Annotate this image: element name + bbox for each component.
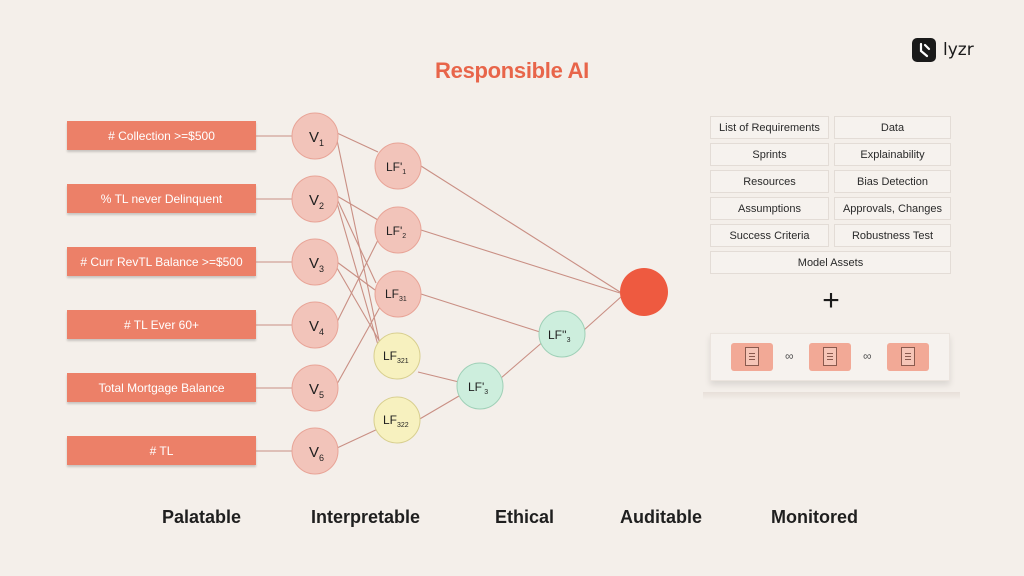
req-success-criteria: Success Criteria	[710, 224, 829, 247]
lyzr-logo-icon	[912, 38, 936, 62]
req-assumptions: Assumptions	[710, 197, 829, 220]
link-icon: ∞	[863, 349, 872, 363]
v-node-5: V5	[291, 364, 339, 412]
req-model-assets: Model Assets	[710, 251, 951, 274]
label-palatable: Palatable	[162, 507, 242, 527]
req-explainability: Explainability	[834, 143, 951, 166]
input-feature-collection: # Collection >=$500	[67, 121, 256, 150]
input-feature-tl-never-delinquent: % TL never Delinquent	[67, 184, 256, 213]
label-interpretable: Interpretable	[311, 507, 421, 527]
document-icon	[809, 343, 851, 371]
v-node-6: V6	[291, 427, 339, 475]
input-feature-tl-ever-60: # TL Ever 60+	[67, 310, 256, 339]
page-title: Responsible AI	[435, 58, 589, 83]
lf-node-label: LF'1	[386, 160, 406, 176]
label-auditable: Auditable	[620, 507, 703, 527]
v-node-label: V5	[309, 381, 324, 400]
v-node-label: V6	[309, 444, 324, 463]
req-list-of-requirements: List of Requirements	[710, 116, 829, 139]
lf-prime-node-3: LF'3	[456, 362, 504, 410]
lf-node-label: LF''3	[548, 328, 571, 344]
input-feature-mortgage-balance: Total Mortgage Balance	[67, 373, 256, 402]
brand-name: lyzr	[943, 40, 974, 60]
document-icon	[887, 343, 929, 371]
plus-icon: +	[822, 284, 840, 317]
lf-node-322: LF322	[373, 396, 421, 444]
lf-node-label: LF31	[385, 287, 407, 303]
lf-node-label: LF321	[383, 349, 409, 365]
lf-double-prime-node-3: LF''3	[538, 310, 586, 358]
lf-node-1: LF'1	[374, 142, 422, 190]
req-approvals-changes: Approvals, Changes	[834, 197, 951, 220]
lf-node-label: LF322	[383, 413, 409, 429]
req-bias-detection: Bias Detection	[834, 170, 951, 193]
label-monitored: Monitored	[771, 507, 858, 527]
lf-node-31: LF31	[374, 270, 422, 318]
v-node-4: V4	[291, 301, 339, 349]
link-icon: ∞	[785, 349, 794, 363]
req-sprints: Sprints	[710, 143, 829, 166]
v-node-1: V1	[291, 112, 339, 160]
lf-node-2: LF'2	[374, 206, 422, 254]
req-data: Data	[834, 116, 951, 139]
network-edges	[256, 132, 623, 452]
document-icon	[731, 343, 773, 371]
v-node-label: V3	[309, 255, 324, 274]
v-node-label: V1	[309, 129, 324, 148]
lf-node-label: LF'3	[468, 380, 488, 396]
input-feature-tl: # TL	[67, 436, 256, 465]
lf-node-321: LF321	[373, 332, 421, 380]
v-node-label: V4	[309, 318, 324, 337]
req-robustness-test: Robustness Test	[834, 224, 951, 247]
input-feature-revtl-balance: # Curr RevTL Balance >=$500	[67, 247, 256, 276]
lf-node-label: LF'2	[386, 224, 406, 240]
brand-logo: lyzr	[912, 38, 974, 62]
label-ethical: Ethical	[495, 507, 555, 527]
v-node-3: V3	[291, 238, 339, 286]
output-node	[620, 268, 668, 316]
panel-shadow	[703, 392, 960, 400]
req-resources: Resources	[710, 170, 829, 193]
v-node-label: V2	[309, 192, 324, 211]
v-node-2: V2	[291, 175, 339, 223]
asset-documents-row: ∞ ∞	[710, 333, 950, 381]
